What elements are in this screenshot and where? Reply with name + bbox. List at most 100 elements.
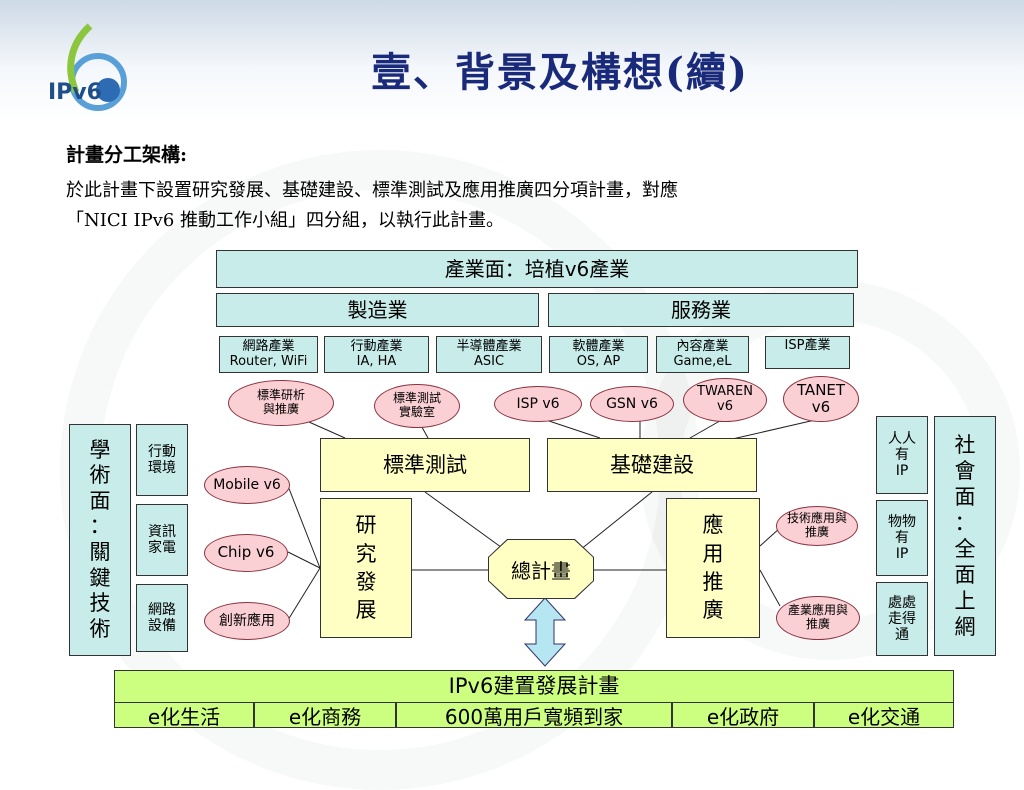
society-char: 網 [954, 615, 976, 640]
header-band [0, 0, 1024, 122]
box-line: 標準研析 [256, 388, 305, 403]
master-plan-octagon: 總計畫 [489, 540, 593, 598]
box-line: IA, HA [356, 353, 397, 369]
box-line: v6 [717, 399, 733, 414]
academic-char: 學 [89, 437, 111, 462]
industry-face-box: 產業面：培植v6產業 [216, 250, 858, 288]
box-line: 家電 [148, 540, 176, 556]
industry-app-ellipse: 產業應用與 推廣 [776, 596, 860, 640]
rnd-char: 究 [355, 541, 377, 566]
box-line: 與推廣 [262, 402, 299, 416]
academic-char: 鍵 [89, 565, 111, 590]
isp-v6-ellipse: ISP v6 [494, 386, 582, 422]
plan-item-e-government: e化政府 [672, 702, 814, 729]
box-line: ISP產業 [784, 338, 831, 353]
mobile-industry-box: 行動產業 IA, HA [324, 336, 429, 373]
box-line: 物物 [888, 513, 916, 530]
software-industry-box: 軟體產業 OS, AP [549, 336, 648, 373]
box-line: 通 [895, 627, 909, 644]
ipv6-logo-icon [67, 23, 127, 111]
app-promo-char: 用 [702, 541, 724, 566]
academic-mobile-env-box: 行動 環境 [136, 424, 188, 496]
box-line: 內容產業 [676, 338, 729, 354]
double-arrow-icon [523, 597, 567, 667]
society-char: 面 [954, 563, 976, 588]
box-line: 環境 [148, 460, 176, 476]
box-line: 標準測試 [392, 391, 441, 406]
rnd-box: 研 究 發 展 [320, 498, 412, 638]
section-body-line: 於此計畫下設置研究發展、基礎建設、標準測試及應用推廣四分項計畫，對應 [66, 180, 678, 201]
app-promo-char: 推 [702, 570, 724, 594]
ipv6-logo: IPv6 [30, 14, 140, 114]
box-line: 行動 [148, 443, 176, 460]
box-line: 產業應用與 [787, 603, 848, 618]
app-promo-char: 廣 [702, 598, 724, 623]
society-char: 上 [954, 589, 976, 614]
box-line: 人人 [888, 430, 916, 447]
box-line: 有 [895, 529, 909, 546]
academic-network-equip-box: 網路 設備 [136, 584, 188, 652]
tech-app-ellipse: 技術應用與 推廣 [776, 506, 858, 546]
standard-test-box: 標準測試 [320, 438, 530, 492]
box-line: Game,eL [673, 353, 732, 369]
plan-item-e-life: e化生活 [114, 702, 254, 729]
box-line: 半導體產業 [456, 338, 522, 354]
innovation-app-ellipse: 創新應用 [204, 602, 290, 640]
academic-char: ： [89, 514, 111, 539]
box-line: 處處 [888, 594, 916, 611]
box-line: TWAREN [697, 384, 753, 400]
services-box: 服務業 [548, 293, 854, 327]
gsn-v6-ellipse: GSN v6 [590, 386, 674, 422]
academic-char: 技 [89, 591, 111, 616]
section-heading: 計畫分工架構: [66, 144, 188, 166]
ipv6-plan-box: IPv6建置發展計畫 [114, 670, 954, 703]
box-line: 推廣 [805, 617, 830, 631]
academic-char: 面 [89, 488, 111, 513]
twaren-v6-ellipse: TWAREN v6 [683, 378, 767, 422]
society-char: 會 [954, 458, 976, 483]
box-line: 技術應用與 [786, 511, 847, 526]
rnd-char: 研 [355, 513, 377, 538]
manufacturing-box: 製造業 [216, 293, 539, 327]
std-lab-ellipse: 標準測試 實驗室 [374, 384, 460, 428]
academic-char: 術 [89, 616, 111, 641]
box-line: OS, AP [576, 353, 621, 369]
slide-title: 壹、背景及構想(續) [371, 49, 749, 96]
logo-text: IPv6 [48, 80, 102, 105]
box-line: 資訊 [148, 523, 176, 540]
box-line: ASIC [473, 353, 505, 369]
box-line: IP [895, 463, 909, 480]
box-line: 實驗室 [398, 405, 435, 419]
rnd-char: 發 [355, 570, 377, 594]
std-research-ellipse: 標準研析 與推廣 [228, 380, 334, 426]
tanet-v6-ellipse: TANET v6 [783, 376, 859, 422]
app-promo-char: 應 [702, 513, 724, 538]
isp-industry-box: ISP產業 [765, 336, 850, 369]
app-promo-box: 應 用 推 廣 [666, 498, 760, 638]
academic-char: 術 [89, 463, 111, 488]
academic-face-box: 學 術 面 ： 關 鍵 技 術 [69, 424, 131, 656]
academic-char: 關 [89, 540, 111, 564]
chip-v6-ellipse: Chip v6 [204, 534, 288, 572]
society-char: ： [954, 510, 976, 535]
plan-item-e-commerce: e化商務 [254, 702, 396, 729]
society-everyone-ip-box: 人人 有 IP [876, 416, 928, 494]
content-industry-box: 內容產業 Game,eL [656, 336, 749, 373]
society-char: 社 [954, 432, 976, 457]
plan-item-broadband: 600萬用戶寬頻到家 [396, 702, 672, 729]
academic-appliance-box: 資訊 家電 [136, 504, 188, 576]
box-line: 推廣 [804, 525, 829, 539]
box-line: 網路 [148, 601, 176, 618]
box-line: 走得 [888, 610, 916, 627]
box-line: IP [895, 546, 909, 563]
rnd-char: 展 [355, 598, 377, 623]
box-line: 網路產業 [242, 338, 295, 354]
section-body-line: 「NICI IPv6 推動工作小組」四分組，以執行此計畫。 [66, 210, 505, 231]
plan-items-row: e化生活 e化商務 600萬用戶寬頻到家 e化政府 e化交通 [114, 702, 954, 729]
box-line: Router, WiFi [229, 353, 308, 369]
box-line: 設備 [148, 618, 176, 634]
semiconductor-industry-box: 半導體產業 ASIC [436, 336, 542, 373]
box-line: 有 [895, 446, 909, 463]
box-line: v6 [811, 398, 831, 416]
society-char: 全 [954, 537, 976, 561]
